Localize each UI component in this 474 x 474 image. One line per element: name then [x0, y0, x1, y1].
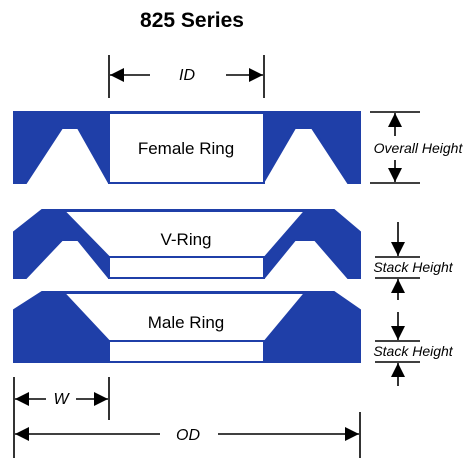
- overall-height-arrow-up-icon: [388, 113, 402, 127]
- v-ring-stack-arrow-down-icon: [391, 242, 405, 256]
- od-dimension: OD: [13, 412, 361, 458]
- w-label: W: [53, 391, 70, 408]
- v-ring-stack-height-label: Stack Height: [373, 259, 453, 275]
- male-ring-stack-height-dimension: Stack Height: [373, 312, 454, 386]
- v-ring-stack-height-dimension: Stack Height: [373, 222, 454, 300]
- id-arrow-left-icon: [110, 68, 124, 82]
- female-ring-center: [108, 112, 265, 184]
- w-dimension: W: [13, 377, 110, 420]
- w-arrow-right-icon: [94, 392, 108, 406]
- od-arrow-left-icon: [15, 427, 29, 441]
- male-ring-bottom-band: [108, 340, 265, 363]
- v-ring-label: V-Ring: [160, 230, 211, 249]
- diagram-title: 825 Series: [140, 9, 244, 32]
- w-arrow-left-icon: [15, 392, 29, 406]
- male-ring-stack-arrow-up-icon: [391, 363, 405, 377]
- id-dimension: ID: [108, 55, 265, 98]
- od-label: OD: [176, 427, 200, 444]
- id-label: ID: [179, 67, 195, 84]
- v-ring-bottom-band: [108, 256, 265, 279]
- od-arrow-right-icon: [345, 427, 359, 441]
- overall-height-dimension: Overall Height: [370, 111, 464, 184]
- female-ring: Female Ring: [13, 111, 361, 184]
- v-ring-stack-arrow-up-icon: [391, 279, 405, 293]
- male-ring-stack-arrow-down-icon: [391, 326, 405, 340]
- overall-height-label: Overall Height: [374, 140, 464, 156]
- female-ring-label: Female Ring: [138, 139, 234, 158]
- id-arrow-right-icon: [249, 68, 263, 82]
- male-ring: Male Ring: [13, 291, 361, 363]
- v-ring: V-Ring: [13, 209, 361, 279]
- male-ring-label: Male Ring: [148, 313, 225, 332]
- male-ring-stack-height-label: Stack Height: [373, 343, 453, 359]
- overall-height-arrow-down-icon: [388, 168, 402, 182]
